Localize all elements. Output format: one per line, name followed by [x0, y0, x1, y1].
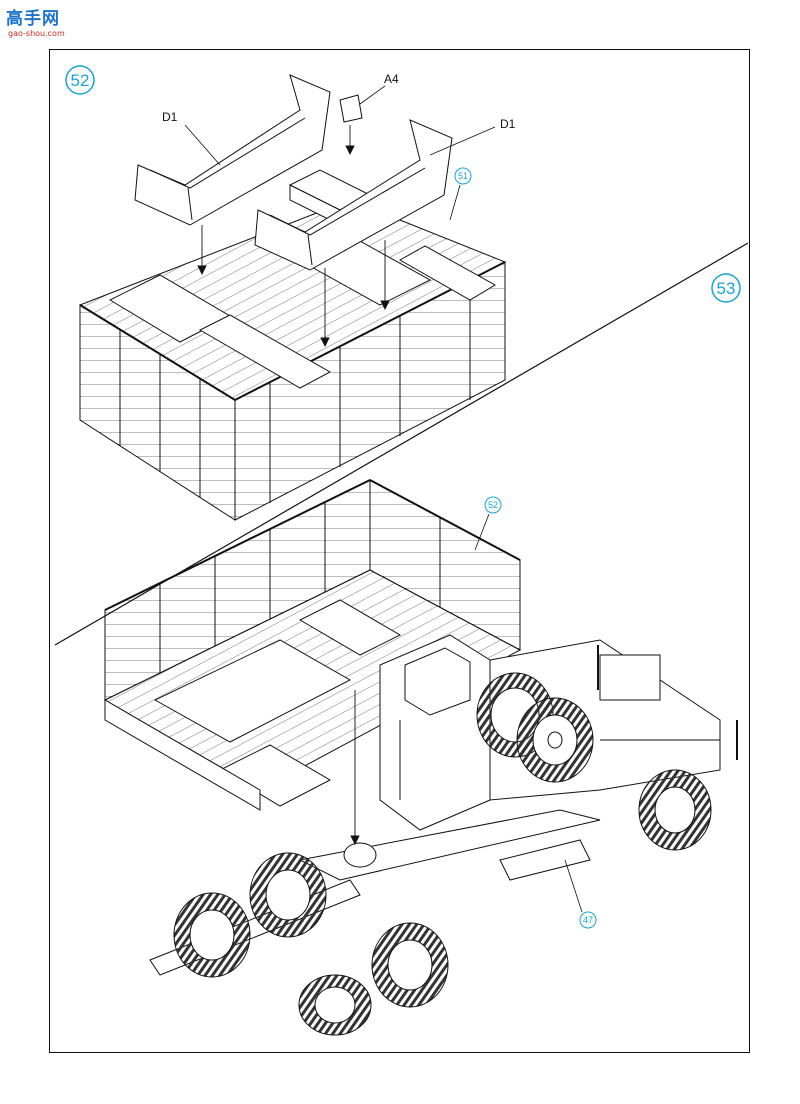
ref-circle-52: [484, 496, 502, 514]
ref-51: 51: [458, 171, 468, 181]
front-spare-wheel: [516, 697, 594, 783]
truck-bed: [78, 169, 507, 521]
step-number-circle: [711, 273, 741, 303]
rear-wheel-1: [173, 892, 251, 978]
ref-circle-47: [579, 911, 597, 929]
part-d1-left: [134, 74, 331, 226]
label-a4: A4: [384, 72, 399, 86]
label-d1-right: D1: [500, 117, 516, 131]
part-a4: [339, 94, 363, 123]
ref-47: 47: [583, 915, 593, 925]
logo-site: gao-shou.com: [8, 29, 65, 38]
label-d1-left: D1: [162, 110, 178, 124]
step-52: 52: [65, 65, 516, 521]
ref-52: 52: [488, 500, 498, 510]
logo-text: 高手网: [6, 9, 60, 29]
ref-circle-51: [454, 167, 472, 185]
rear-wheel-2: [249, 852, 327, 938]
part-d1-right: [254, 119, 453, 271]
step-number: 52: [71, 71, 90, 90]
truck-assembly: [103, 479, 738, 976]
assembly-arrows: [197, 125, 390, 348]
front-wheel: [638, 769, 712, 851]
step-number-circle: [65, 65, 95, 95]
rear-wheel-4: [298, 974, 372, 1036]
instruction-frame: [49, 49, 750, 1053]
leader-lines: [184, 85, 496, 221]
step-53: 53: [103, 273, 741, 1036]
assembly-arrow: [350, 690, 360, 846]
rear-wheel-3: [371, 922, 449, 1008]
step-number: 53: [717, 279, 736, 298]
wheels: [173, 672, 712, 1036]
leader-lines: [474, 513, 583, 913]
watermark-logo: 高手网 gao-shou.com: [6, 4, 86, 44]
